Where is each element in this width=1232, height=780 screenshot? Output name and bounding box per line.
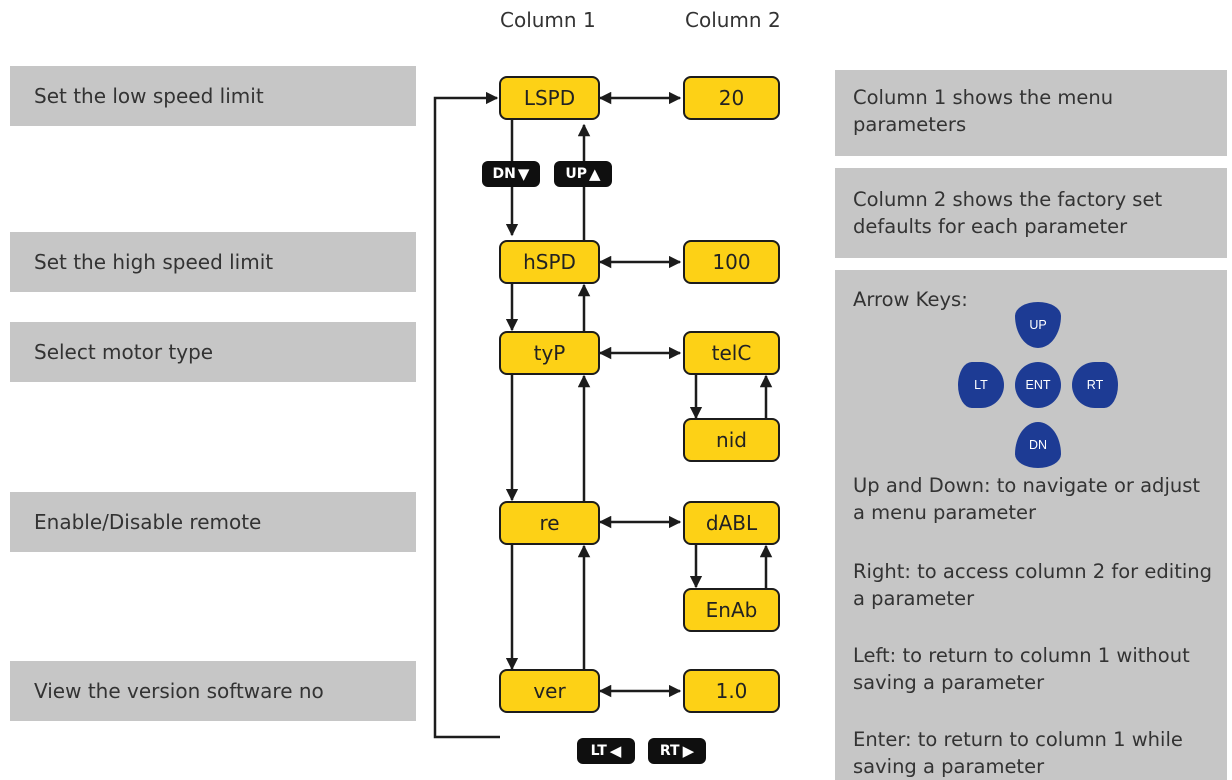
default-hspd: 100 — [683, 240, 780, 284]
default-re: dABL — [683, 501, 780, 545]
keypad-dn-icon: DN — [1015, 422, 1061, 468]
instruction-left: Left: to return to column 1 without savi… — [853, 644, 1190, 694]
col1-note: Column 1 shows the menu parameters — [835, 70, 1227, 156]
keypad-rt-label: RT — [1086, 378, 1104, 392]
instruction-up-down: Up and Down: to navigate or adjust a men… — [853, 474, 1201, 524]
param-ver: ver — [499, 669, 600, 713]
param-typ: tyP — [499, 331, 600, 375]
up-triangle-icon: ▲ — [589, 165, 601, 183]
lt-key: LT ◀ — [577, 738, 635, 764]
default-typ: telC — [683, 331, 780, 375]
label-high-speed: Set the high speed limit — [10, 232, 416, 292]
param-hspd: hSPD — [499, 240, 600, 284]
keypad-up-icon: UP — [1015, 302, 1061, 348]
arrow-keys-title: Arrow Keys: — [853, 288, 968, 311]
default-ver: 1.0 — [683, 669, 780, 713]
keypad-lt-label: LT — [974, 378, 988, 392]
up-key-label: UP — [565, 166, 588, 182]
dn-key-label: DN — [492, 166, 516, 182]
keypad-lt-icon: LT — [958, 362, 1004, 408]
keypad-ent-icon: ENT — [1015, 362, 1061, 408]
arrow-keys-panel: Arrow Keys: — [835, 270, 1227, 780]
keypad-up-label: UP — [1029, 318, 1047, 332]
rt-key-label: RT — [659, 743, 680, 759]
alt-typ: nid — [683, 418, 780, 462]
label-low-speed: Set the low speed limit — [10, 66, 416, 126]
keypad-rt-icon: RT — [1072, 362, 1118, 408]
param-re: re — [499, 501, 600, 545]
default-lspd: 20 — [683, 76, 780, 120]
rt-key: RT ▶ — [648, 738, 706, 764]
keypad-dn-label: DN — [1028, 438, 1048, 452]
column-1-header: Column 1 — [500, 8, 596, 32]
col2-note: Column 2 shows the factory set defaults … — [835, 168, 1227, 258]
instruction-right: Right: to access column 2 for editing a … — [853, 560, 1212, 610]
instruction-enter: Enter: to return to column 1 while savin… — [853, 728, 1183, 778]
up-key: UP ▲ — [554, 161, 612, 187]
label-motor-type: Select motor type — [10, 322, 416, 382]
label-remote: Enable/Disable remote — [10, 492, 416, 552]
right-triangle-icon: ▶ — [682, 742, 695, 760]
dn-key: DN ▼ — [482, 161, 540, 187]
label-version: View the version software no — [10, 661, 416, 721]
column-2-header: Column 2 — [685, 8, 781, 32]
left-triangle-icon: ◀ — [609, 742, 622, 760]
alt-re: EnAb — [683, 588, 780, 632]
down-triangle-icon: ▼ — [517, 165, 530, 183]
keypad-ent-label: ENT — [1025, 378, 1051, 392]
lt-key-label: LT — [590, 743, 607, 759]
param-lspd: LSPD — [499, 76, 600, 120]
